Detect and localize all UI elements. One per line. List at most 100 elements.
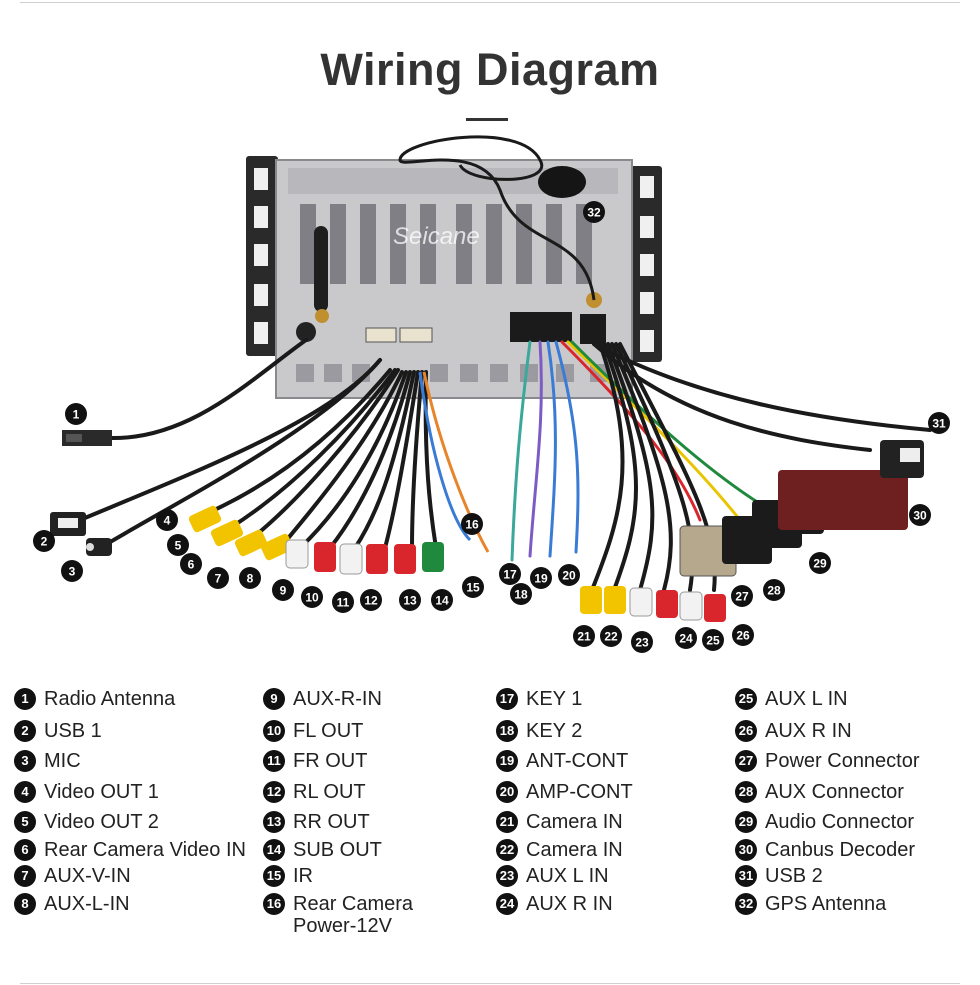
callout-marker: 15 (462, 576, 484, 598)
legend-number-badge: 9 (263, 688, 285, 710)
legend-number-badge: 29 (735, 811, 757, 833)
legend-number-badge: 28 (735, 781, 757, 803)
callout-number: 17 (503, 568, 517, 582)
legend-number-badge: 4 (14, 781, 36, 803)
legend-number-badge: 24 (496, 893, 518, 915)
callout-marker: 17 (499, 563, 521, 585)
callout-number: 24 (679, 632, 693, 646)
callout-number: 25 (706, 634, 720, 648)
legend-item: 24 AUX R IN (496, 893, 613, 915)
legend-label: USB 1 (44, 720, 102, 742)
bottom-divider (20, 983, 960, 984)
top-divider (20, 2, 960, 3)
legend-label: Camera IN (526, 839, 623, 861)
legend-label: AUX-V-IN (44, 865, 131, 887)
legend-number-badge: 6 (14, 839, 36, 861)
callout-marker: 24 (675, 627, 697, 649)
legend-number-badge: 7 (14, 865, 36, 887)
legend-item: 22 Camera IN (496, 839, 623, 861)
legend-label: FR OUT (293, 750, 368, 772)
callout-marker: 7 (207, 567, 229, 589)
legend-item: 4 Video OUT 1 (14, 781, 159, 803)
callout-marker: 1 (65, 403, 87, 425)
callout-number: 6 (188, 558, 195, 572)
legend-number-badge: 30 (735, 839, 757, 861)
legend-number-badge: 8 (14, 893, 36, 915)
legend-number-badge: 25 (735, 688, 757, 710)
callout-number: 9 (280, 584, 287, 598)
legend-label: AUX R IN (765, 720, 852, 742)
callout-marker: 2 (33, 530, 55, 552)
callout-marker: 20 (558, 564, 580, 586)
callout-marker: 4 (156, 509, 178, 531)
legend-number-badge: 5 (14, 811, 36, 833)
legend-label: Video OUT 1 (44, 781, 159, 803)
legend-label: Camera IN (526, 811, 623, 833)
legend-label: KEY 2 (526, 720, 583, 742)
callout-marker: 18 (510, 583, 532, 605)
callout-number: 23 (635, 636, 649, 650)
callout-marker: 13 (399, 589, 421, 611)
legend-label: AUX L IN (765, 688, 848, 710)
callout-marker: 9 (272, 579, 294, 601)
legend-number-badge: 23 (496, 865, 518, 887)
callout-marker: 14 (431, 589, 453, 611)
canbus-decoder (778, 470, 908, 530)
callout-marker: 27 (731, 585, 753, 607)
legend-number-badge: 13 (263, 811, 285, 833)
callout-number: 4 (164, 514, 171, 528)
title-underline (466, 118, 508, 121)
wiring-illustration: Seicane (33, 135, 950, 653)
callout-marker: 25 (702, 629, 724, 651)
legend-label: USB 2 (765, 865, 823, 887)
wifi-antenna (314, 226, 329, 323)
legend-label: AUX R IN (526, 893, 613, 915)
legend-number-badge: 12 (263, 781, 285, 803)
legend-label: IR (293, 865, 313, 887)
callout-marker: 21 (573, 625, 595, 647)
legend-item: 25 AUX L IN (735, 688, 848, 710)
legend-number-badge: 22 (496, 839, 518, 861)
left-cable-bundle (78, 338, 438, 550)
callout-marker: 22 (600, 625, 622, 647)
legend-label: Audio Connector (765, 811, 914, 833)
callout-number: 16 (465, 518, 479, 532)
callout-number: 14 (435, 594, 449, 608)
legend-number-badge: 2 (14, 720, 36, 742)
harness-connectors (679, 490, 824, 577)
callout-marker: 6 (180, 553, 202, 575)
callout-marker: 16 (461, 513, 483, 535)
callout-marker: 12 (360, 589, 382, 611)
callout-number: 22 (604, 630, 618, 644)
legend-number-badge: 16 (263, 893, 285, 915)
callout-marker: 8 (239, 567, 261, 589)
callout-marker: 32 (583, 201, 605, 223)
legend-item: 29 Audio Connector (735, 811, 914, 833)
legend-number-badge: 20 (496, 781, 518, 803)
callout-marker: 30 (909, 504, 931, 526)
callout-marker: 23 (631, 631, 653, 653)
legend-item: 7 AUX-V-IN (14, 865, 131, 887)
callout-marker: 28 (763, 579, 785, 601)
legend-label: Rear Camera Power-12V (293, 893, 414, 937)
head-unit-chassis: Seicane (246, 156, 662, 399)
legend-label: Power Connector (765, 750, 920, 772)
callout-number: 11 (337, 596, 350, 610)
legend-number-badge: 32 (735, 893, 757, 915)
callout-marker: 26 (732, 624, 754, 646)
callout-marker: 31 (928, 412, 950, 434)
